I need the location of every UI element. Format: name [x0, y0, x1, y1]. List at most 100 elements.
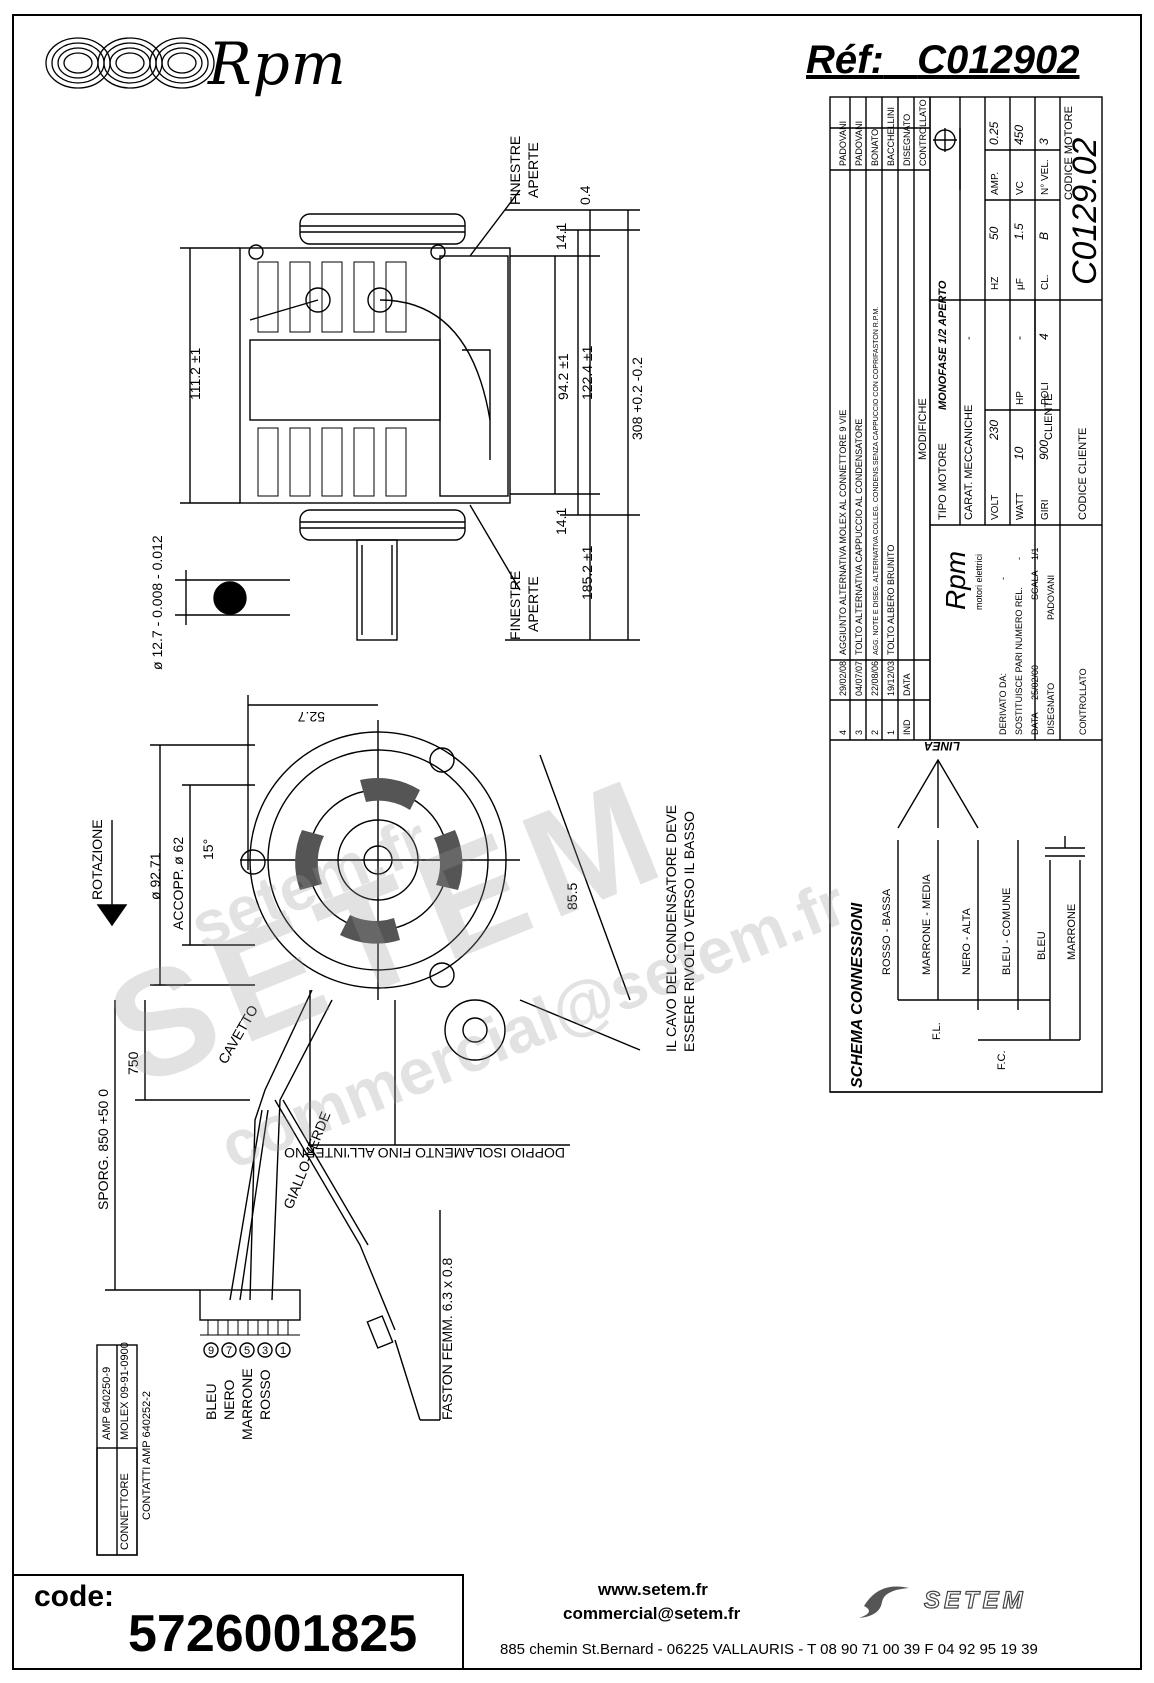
doppio-isolamento: DOPPIO ISOLAMENTO FINO ALL'INTERNO [284, 1145, 565, 1161]
col-modifiche: MODIFICHE [917, 398, 929, 460]
spec-amp: 0.25 [987, 121, 1001, 145]
pin-label-marrone: MARRONE [239, 1368, 255, 1440]
carat-value: - [963, 336, 975, 340]
spec-hp: - [1012, 336, 1026, 340]
col-disegnato: DISEGNATO [902, 114, 912, 166]
fl-label: F.L. [931, 1022, 943, 1040]
reference-title: Réf: C012902 [806, 38, 1080, 83]
spec-uf-label: µF [1015, 278, 1026, 290]
top-ring [299, 213, 466, 245]
reference-label: Réf: [806, 38, 884, 82]
wire-bleu-comune: BLEU - COMUNE [1001, 888, 1013, 975]
capacitor-front [444, 999, 506, 1061]
code-value: 5726001825 [128, 1605, 418, 1663]
data-value: 25/02/00 [1030, 665, 1040, 700]
drawing-frame [12, 14, 1142, 1670]
spec-giri-label: GIRI [1040, 499, 1051, 520]
mod-1-by: BACCHELLINI [886, 107, 896, 166]
schema-title: SCHEMA CONNESSIONI [849, 902, 866, 1088]
mod-3-by: PADOVANI [854, 121, 864, 166]
dim-308: 308 +0.2 -0.2 [629, 357, 645, 440]
pin-9: 9 [208, 1345, 214, 1357]
connector-block [199, 1289, 301, 1321]
dim-accopp: ACCOPP. ø 62 [170, 837, 186, 930]
derivato-label: DERIVATO DA: [998, 673, 1008, 735]
cliente-label: CLIENTE [1043, 394, 1055, 440]
pin-7: 7 [226, 1345, 232, 1357]
dim-14-bottom: 14.1 [553, 508, 569, 535]
pin-label-rosso: ROSSO [257, 1369, 273, 1420]
mod-4-text: AGGIUNTO ALTERNATIVA MOLEX AL CONNETTORE… [838, 410, 848, 655]
code-box: code: 5726001825 [12, 1574, 464, 1670]
footer-website[interactable]: www.setem.fr [598, 1580, 708, 1599]
setem-logo-icon: SETEM [859, 1586, 1027, 1618]
code-label: code: [34, 1580, 115, 1613]
dim-94: 94.2 ±1 [555, 353, 571, 400]
dim-9271: ø 92.71 [147, 852, 163, 900]
brand-name: Rpm [208, 30, 347, 98]
spec-vc-label: VC [1015, 181, 1026, 195]
setem-logo-text: SETEM [924, 1587, 1027, 1614]
dim-111: 111.2 ±1 [187, 347, 203, 400]
tipo-motore: MONOFASE 1/2 APERTO [937, 280, 949, 410]
codice-motore: C0129.02 [1066, 137, 1104, 285]
mod-1-text: TOLTO ALBERO BRUNITO [886, 545, 896, 655]
dim-sporg: SPORG. 850 +50 0 [95, 1089, 111, 1210]
dim-angle: 15° [200, 839, 216, 860]
rpm-logo-icon [45, 37, 215, 89]
contatti-label: CONTATTI AMP 640252-2 [141, 1391, 153, 1520]
pin-label-nero: NERO [221, 1379, 237, 1420]
tipo-motore-label: TIPO MOTORE [937, 443, 949, 520]
pin-label-bleu: BLEU [203, 1383, 219, 1420]
pin-3: 3 [262, 1345, 268, 1357]
dim-14-top: 14.1 [553, 223, 569, 250]
finestre-bottom-1: FINESTRE [507, 571, 523, 640]
controllato-label: CONTROLLATO [1078, 668, 1088, 735]
mod-4-n: 4 [838, 730, 848, 735]
fc-label: F.C. [996, 1050, 1008, 1070]
dim-185: 185.2 ±1 [579, 545, 595, 600]
mod-2-n: 2 [870, 730, 880, 735]
dim-855: 85.5 [564, 883, 580, 910]
data-label: DATA [1030, 712, 1040, 735]
spec-hz-label: HZ [990, 277, 1001, 290]
wire-marrone-media: MARRONE - MEDIA [921, 874, 933, 976]
linea-label: LINEA [924, 739, 960, 753]
spec-nvel: 3 [1037, 138, 1051, 145]
faston-label: FASTON FEMM. 6.3 x 0.8 [439, 1257, 455, 1420]
mod-3-date: 04/07/07 [854, 661, 864, 696]
col-data: DATA [902, 673, 912, 696]
dim-shaft: ø 12.7 - 0.008 - 0.012 [149, 535, 165, 670]
spec-watt-label: WATT [1015, 493, 1026, 520]
mod-2-text: AGG. NOTE E DISEG. ALTERNATIVA COLLEG. C… [873, 307, 880, 655]
mod-3-text: TOLTO ALTERNATIVA CAPPUCCIO AL CONDENSAT… [854, 419, 864, 655]
codice-cliente-label: CODICE CLIENTE [1077, 428, 1089, 520]
sostituisce-value: - [1014, 557, 1024, 560]
disegnato-value: PADOVANI [1046, 575, 1056, 620]
spec-volt-label: VOLT [990, 495, 1001, 520]
spec-hz: 50 [987, 226, 1001, 240]
footer-address: 885 chemin St.Bernard - 06225 VALLAURIS … [500, 1641, 1038, 1658]
bottom-ring [299, 509, 466, 541]
scala-label: SCALA [1030, 570, 1040, 600]
connettore-amp: AMP 640250-9 [101, 1367, 113, 1440]
mod-3-n: 3 [854, 730, 864, 735]
finestre-bottom-2: APERTE [525, 576, 541, 632]
brand-sub: motori elettrici [974, 554, 984, 610]
spec-vc: 450 [1012, 125, 1026, 145]
stator-block [249, 339, 441, 421]
dim-750: 750 [125, 1051, 141, 1075]
mod-4-by: PADOVANI [838, 121, 848, 166]
spec-volt: 230 [987, 420, 1001, 441]
spec-amp-label: AMP. [990, 172, 1001, 195]
footer-email[interactable]: commercial@setem.fr [563, 1604, 741, 1623]
wire-marrone: MARRONE [1066, 904, 1078, 960]
wire-nero: NERO - ALTA [961, 908, 973, 975]
motor-body-side [239, 247, 511, 504]
col-controllato: CONTROLLATO [918, 99, 928, 166]
spec-poli: 4 [1037, 333, 1051, 340]
codice-motore-label: CODICE MOTORE [1063, 106, 1075, 200]
derivato-value: - [998, 577, 1008, 580]
dim-122: 122.4 ±1 [579, 345, 595, 400]
